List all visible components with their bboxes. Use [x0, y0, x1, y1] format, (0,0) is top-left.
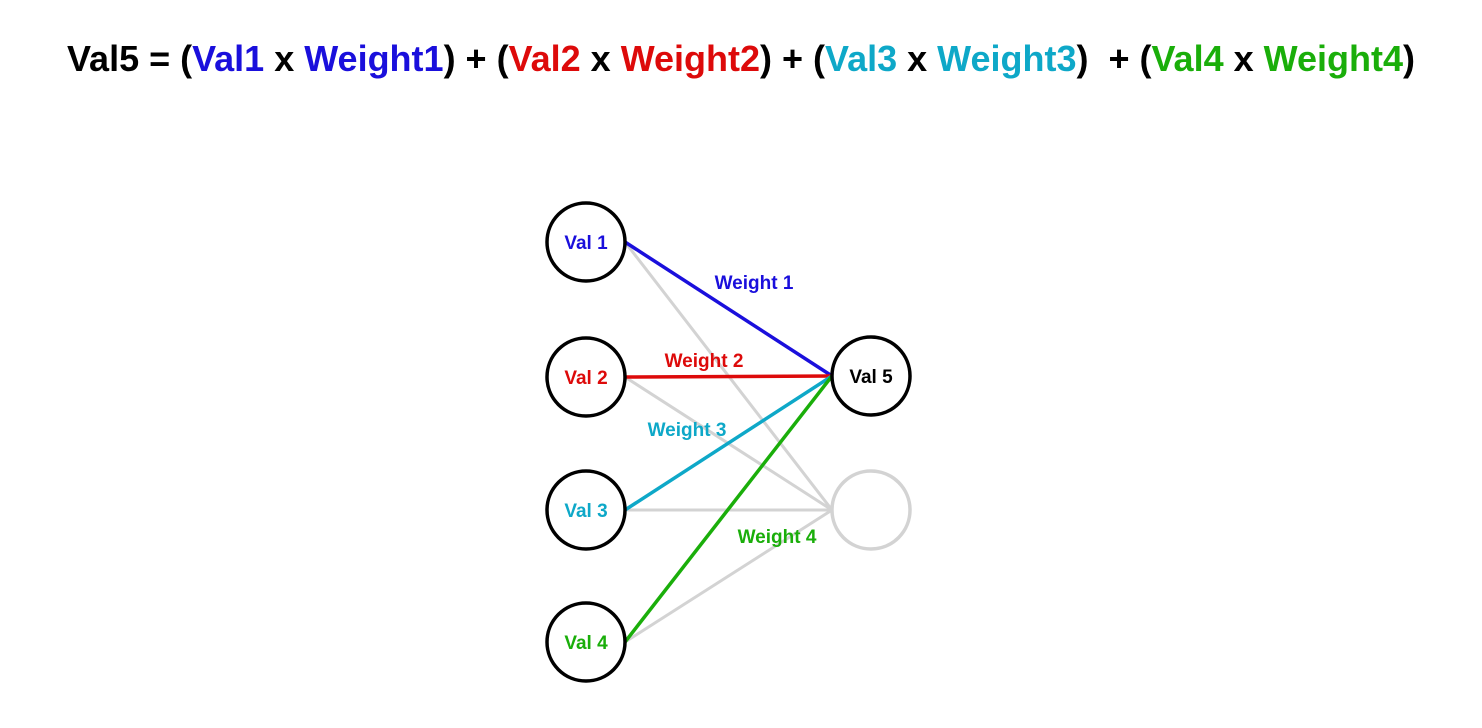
- input-node-4-label: Val 4: [564, 633, 608, 654]
- input-node-1-label: Val 1: [564, 233, 608, 254]
- equation-term: Weight2: [620, 38, 761, 79]
- weight-2-connection: [624, 374, 833, 379]
- weight-4-connection: [623, 374, 834, 644]
- equation-term: ): [1402, 38, 1415, 79]
- weight-3-connection: [624, 374, 833, 512]
- equation-term: Weight3: [937, 38, 1077, 79]
- equation-term: ) + (: [1076, 38, 1152, 79]
- equation-term: Val5 = (: [67, 38, 193, 79]
- equation-term: Weight4: [1263, 38, 1403, 79]
- input-node-1: [545, 201, 627, 283]
- equation-term: Val3: [825, 38, 898, 79]
- weight-3-label: Weight 3: [648, 420, 727, 441]
- output-node-2: [830, 469, 912, 551]
- equation-term: x: [580, 38, 621, 79]
- output-node-1: [830, 335, 912, 417]
- weight-1-connection: [624, 240, 833, 378]
- weight-2-label: Weight 2: [665, 351, 744, 372]
- weight-4-label: Weight 4: [738, 527, 817, 548]
- equation-title: Val5 = (Val1 x Weight1) + (Val2 x Weight…: [0, 38, 1482, 80]
- equation-term: ) + (: [760, 38, 826, 79]
- output-node-1-label: Val 5: [849, 367, 893, 388]
- equation-term: x: [897, 38, 938, 79]
- input-node-2: [545, 336, 627, 418]
- equation-term: x: [1223, 38, 1264, 79]
- equation-term: Val4: [1151, 38, 1224, 79]
- equation-term: ) + (: [443, 38, 509, 79]
- input-node-3: [545, 469, 627, 551]
- input-node-3-label: Val 3: [564, 501, 607, 522]
- inactive-connection: [624, 508, 833, 644]
- equation-term: Weight1: [304, 38, 444, 79]
- equation-term: x: [264, 38, 305, 79]
- input-node-4: [545, 601, 627, 683]
- equation-term: Val1: [192, 38, 265, 79]
- equation-term: Val2: [508, 38, 581, 79]
- weight-1-label: Weight 1: [715, 273, 794, 294]
- input-node-2-label: Val 2: [564, 368, 607, 389]
